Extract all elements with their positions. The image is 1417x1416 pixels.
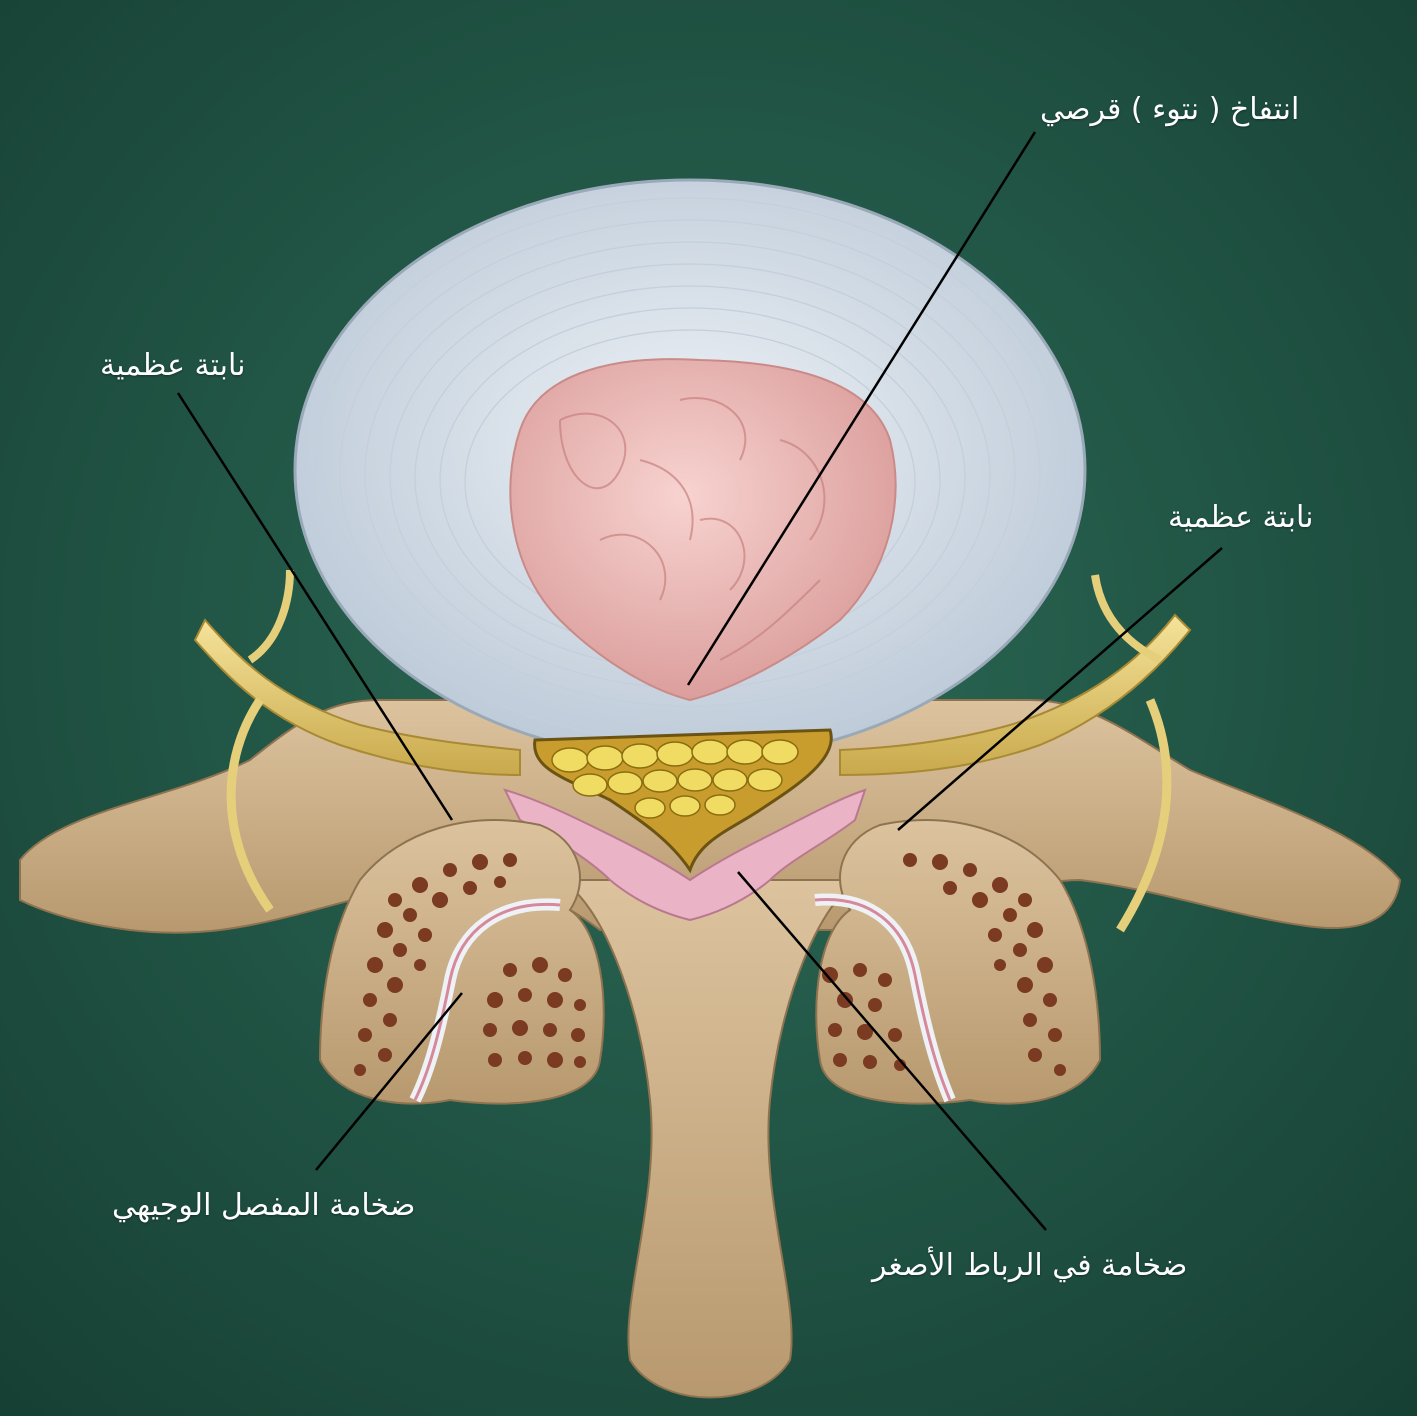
nerve-root-left <box>193 618 521 777</box>
leader-lines <box>176 131 1223 1231</box>
nerve-branch-left <box>226 697 274 913</box>
ligamentum-flavum <box>503 788 867 922</box>
leader-line-spur-right <box>897 547 1223 831</box>
facet-cartilage-right-line <box>814 897 952 1101</box>
nerve-branch-right-upper <box>1091 574 1162 664</box>
leader-line-spur-left <box>176 392 454 821</box>
label-ligamentum-flavum-hypertrophy: ضخامة في الرباط الأصغر <box>872 1248 1188 1283</box>
cancellous-bone-left-outer <box>354 853 517 1076</box>
label-disc-herniation: انتفاخ ( نتوء ) قرصي <box>1040 92 1300 127</box>
nucleus-folds <box>559 397 826 661</box>
leader-line-facet <box>315 992 463 1171</box>
facet-joint-left <box>318 819 605 1105</box>
nerve-root-right <box>839 613 1192 777</box>
label-bone-spur-left: نابتة عظمية <box>100 348 246 383</box>
cancellous-bone-right-outer <box>903 853 1066 1076</box>
nerve-branch-left-upper <box>247 569 294 664</box>
leader-line-herniation <box>686 131 1037 686</box>
cancellous-bone-right-inner <box>822 963 906 1071</box>
leader-line-ligament <box>737 871 1047 1231</box>
facet-joint-right <box>815 819 1102 1105</box>
nerve-branch-right <box>1116 698 1172 933</box>
nucleus-pulposus <box>509 358 897 702</box>
cauda-equina-fibers <box>551 739 799 819</box>
facet-cartilage-left-line <box>413 902 561 1101</box>
label-bone-spur-right: نابتة عظمية <box>1168 500 1314 535</box>
label-facet-joint-hypertrophy: ضخامة المفصل الوجيهي <box>112 1188 416 1223</box>
spinous-process <box>559 879 861 1399</box>
disc-annulus-rings <box>314 197 1066 743</box>
cancellous-bone-left-inner <box>483 957 586 1068</box>
